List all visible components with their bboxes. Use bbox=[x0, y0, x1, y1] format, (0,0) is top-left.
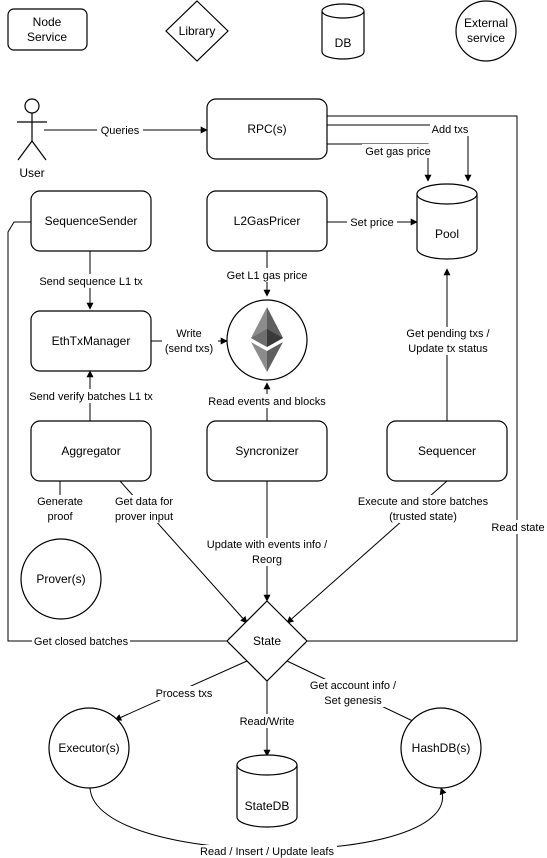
label-get-gas-price: Get gas price bbox=[362, 144, 434, 158]
svg-text:Send verify batches L1 tx: Send verify batches L1 tx bbox=[29, 391, 153, 403]
node-l2-gas-pricer[interactable]: L2GasPricer bbox=[206, 190, 328, 252]
label-process-txs: Process txs bbox=[153, 686, 215, 700]
svg-text:Executor(s): Executor(s) bbox=[58, 741, 119, 755]
external-executor[interactable]: Executor(s) bbox=[48, 707, 130, 789]
svg-text:Update tx status: Update tx status bbox=[408, 343, 488, 355]
svg-text:Read / Insert / Update leafs: Read / Insert / Update leafs bbox=[200, 846, 334, 858]
legend-db: DB bbox=[321, 3, 365, 60]
svg-text:prover input: prover input bbox=[115, 511, 173, 523]
svg-text:L2GasPricer: L2GasPricer bbox=[234, 214, 301, 228]
label-get-l1-gas-price: Get L1 gas price bbox=[225, 268, 309, 282]
svg-text:Reorg: Reorg bbox=[252, 554, 282, 566]
node-rpc[interactable]: RPC(s) bbox=[206, 98, 328, 160]
svg-text:StateDB: StateDB bbox=[245, 799, 290, 813]
external-hash-db[interactable]: HashDB(s) bbox=[400, 707, 482, 789]
svg-text:RPC(s): RPC(s) bbox=[247, 122, 286, 136]
db-pool[interactable]: Pool bbox=[416, 183, 478, 260]
svg-text:Get pending txs /: Get pending txs / bbox=[406, 328, 490, 340]
node-sequence-sender[interactable]: SequenceSender bbox=[30, 190, 152, 252]
svg-text:Service: Service bbox=[27, 30, 67, 44]
svg-text:Pool: Pool bbox=[435, 227, 459, 241]
svg-text:Queries: Queries bbox=[101, 125, 140, 137]
legend-library: Library bbox=[165, 0, 229, 62]
node-syncronizer[interactable]: Syncronizer bbox=[206, 420, 328, 482]
svg-text:Read events and blocks: Read events and blocks bbox=[208, 396, 326, 408]
label-queries: Queries bbox=[97, 123, 143, 137]
svg-text:Sequencer: Sequencer bbox=[418, 444, 476, 458]
label-update-events: Update with events info / Reorg bbox=[204, 538, 330, 566]
label-write: Write (send txs) bbox=[162, 327, 218, 355]
library-state[interactable]: State bbox=[226, 600, 308, 682]
label-read-write: Read/Write bbox=[239, 714, 295, 728]
svg-text:SequenceSender: SequenceSender bbox=[45, 214, 138, 228]
label-get-closed: Get closed batches bbox=[32, 634, 130, 648]
svg-text:Set genesis: Set genesis bbox=[324, 695, 382, 707]
svg-text:(send txs): (send txs) bbox=[165, 343, 213, 355]
legend: Node Service Library DB External service bbox=[7, 0, 517, 62]
svg-text:HashDB(s): HashDB(s) bbox=[412, 741, 471, 755]
svg-text:Process txs: Process txs bbox=[156, 688, 213, 700]
svg-text:Set price: Set price bbox=[350, 217, 393, 229]
svg-text:(trusted state): (trusted state) bbox=[389, 511, 457, 523]
edge-read-state bbox=[298, 115, 518, 645]
user: User bbox=[17, 98, 47, 180]
svg-text:Get account info /: Get account info / bbox=[310, 680, 397, 692]
svg-text:Library: Library bbox=[179, 24, 216, 38]
svg-text:Add txs: Add txs bbox=[432, 124, 469, 136]
label-get-account: Get account info / Set genesis bbox=[306, 679, 400, 707]
svg-text:External: External bbox=[464, 16, 508, 30]
db-state-db[interactable]: StateDB bbox=[236, 754, 298, 828]
external-prover[interactable]: Prover(s) bbox=[20, 538, 102, 620]
edge-labels: Queries Add txs Get gas price Set price … bbox=[28, 122, 545, 858]
svg-text:service: service bbox=[467, 31, 505, 45]
node-sequencer[interactable]: Sequencer bbox=[386, 420, 508, 482]
ethereum-external[interactable] bbox=[226, 299, 308, 381]
label-generate-proof: Generate proof bbox=[34, 495, 86, 523]
node-eth-tx-manager[interactable]: EthTxManager bbox=[30, 310, 152, 372]
user-icon bbox=[17, 98, 47, 161]
label-read-events: Read events and blocks bbox=[205, 394, 329, 408]
svg-text:Read/Write: Read/Write bbox=[240, 716, 295, 728]
svg-text:Write: Write bbox=[176, 328, 201, 340]
label-get-data: Get data for prover input bbox=[113, 495, 175, 523]
label-add-txs: Add txs bbox=[430, 122, 470, 136]
svg-text:Get closed batches: Get closed batches bbox=[34, 636, 129, 648]
svg-text:Prover(s): Prover(s) bbox=[36, 572, 85, 586]
svg-text:EthTxManager: EthTxManager bbox=[52, 334, 131, 348]
svg-text:Aggregator: Aggregator bbox=[61, 444, 120, 458]
user-label: User bbox=[19, 166, 44, 180]
label-set-price: Set price bbox=[347, 215, 397, 229]
svg-text:DB: DB bbox=[335, 36, 352, 50]
svg-text:proof: proof bbox=[47, 511, 73, 523]
label-read-insert: Read / Insert / Update leafs bbox=[199, 845, 337, 858]
label-execute-store: Execute and store batches (trusted state… bbox=[357, 495, 489, 523]
label-get-pending: Get pending txs / Update tx status bbox=[402, 327, 494, 355]
svg-text:Get data for: Get data for bbox=[115, 496, 173, 508]
svg-text:Node: Node bbox=[33, 15, 62, 29]
ethereum-icon bbox=[251, 307, 283, 372]
svg-text:Execute and store batches: Execute and store batches bbox=[358, 496, 489, 508]
svg-text:Generate: Generate bbox=[37, 496, 83, 508]
svg-text:Get L1 gas price: Get L1 gas price bbox=[227, 270, 308, 282]
svg-text:Read state: Read state bbox=[491, 522, 544, 534]
node-aggregator[interactable]: Aggregator bbox=[30, 420, 152, 482]
svg-text:State: State bbox=[253, 634, 281, 648]
label-send-sequence: Send sequence L1 tx bbox=[36, 274, 146, 288]
legend-external-service: External service bbox=[455, 0, 517, 62]
svg-text:Syncronizer: Syncronizer bbox=[235, 444, 298, 458]
svg-text:Get gas price: Get gas price bbox=[365, 146, 430, 158]
label-read-state: Read state bbox=[491, 520, 545, 534]
label-send-verify: Send verify batches L1 tx bbox=[28, 389, 154, 403]
svg-text:Update with events info /: Update with events info / bbox=[207, 539, 328, 551]
svg-text:Send sequence L1 tx: Send sequence L1 tx bbox=[39, 276, 143, 288]
legend-node-service: Node Service bbox=[7, 8, 88, 51]
